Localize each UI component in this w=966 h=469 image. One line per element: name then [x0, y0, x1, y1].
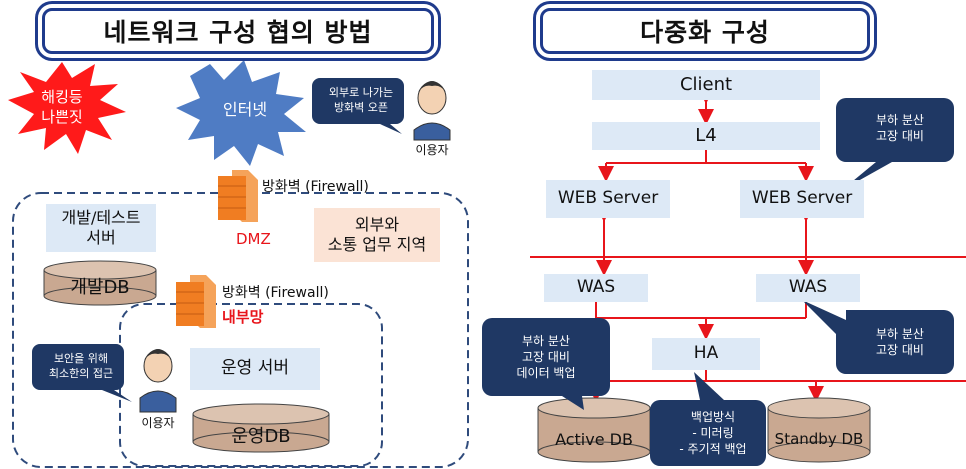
backup-callout-shape	[650, 372, 766, 466]
user-top-callout-text: 외부로 나가는 방화벽 오픈	[328, 86, 394, 114]
security-callout-text: 보안을 위해 최소한의 접근	[48, 352, 114, 380]
internet-label: 인터넷	[222, 100, 268, 119]
web-callout-shape	[836, 98, 954, 190]
firewall2-label: 방화벽 (Firewall)	[222, 285, 329, 301]
backup-callout-text: 백업방식 - 미러링 - 주기적 백업	[679, 409, 747, 457]
ops-db-cylinder	[192, 403, 330, 453]
active-db-label: Active DB	[555, 430, 633, 449]
firewall-icon	[176, 275, 216, 328]
user-top-callout-shape	[312, 78, 404, 134]
dmz-label: DMZ	[236, 230, 271, 248]
user-person-icon	[413, 81, 451, 141]
security-callout-shape	[32, 344, 132, 402]
internal-net-label: 내부망	[222, 308, 264, 326]
firewall1-label: 방화벽 (Firewall)	[262, 179, 369, 195]
was-callout-text: 부하 분산 고장 대비	[876, 326, 924, 357]
hacking-burst-shape	[8, 62, 126, 154]
ha-box: HA	[652, 338, 760, 370]
internet-burst-shape	[176, 60, 306, 166]
left-title-text: 네트워크 구성 협의 방법	[103, 18, 373, 47]
dev-db-cylinder	[43, 260, 157, 306]
client-box: Client	[592, 70, 820, 100]
external-area-box: 외부와 소통 업무 지역	[314, 208, 440, 262]
dev-db-label: 개발DB	[70, 277, 130, 298]
internal-region-border	[119, 303, 383, 467]
user-label: 이용자	[415, 143, 449, 157]
ops-server-box: 운영 서버	[190, 348, 320, 390]
was-right-box: WAS	[756, 274, 860, 302]
web-server-right-box: WEB Server	[740, 180, 864, 218]
db-callout-shape	[482, 318, 610, 410]
standby-db-label: Standby DB	[774, 430, 864, 448]
firewall-icon	[218, 170, 258, 222]
right-title: 다중화 구성	[540, 8, 870, 54]
dev-test-server-box: 개발/테스트 서버	[46, 204, 156, 252]
user-bottom-label: 이용자	[141, 416, 175, 430]
standby-db-cylinder	[767, 397, 871, 463]
ops-db-label: 운영DB	[231, 426, 291, 447]
was-left-box: WAS	[544, 274, 648, 302]
left-title: 네트워크 구성 협의 방법	[42, 8, 434, 54]
web-server-left-box: WEB Server	[546, 180, 670, 218]
connector-lines	[588, 88, 824, 402]
was-callout-shape	[802, 300, 954, 374]
user-person-icon	[139, 349, 177, 413]
db-callout-text: 부하 분산 고장 대비 데이터 백업	[516, 333, 576, 381]
l4-box: L4	[592, 122, 820, 150]
web-callout-text: 부하 분산 고장 대비	[876, 112, 924, 143]
right-title-text: 다중화 구성	[640, 18, 770, 47]
hacking-label: 해킹등 나쁜짓	[41, 88, 83, 126]
